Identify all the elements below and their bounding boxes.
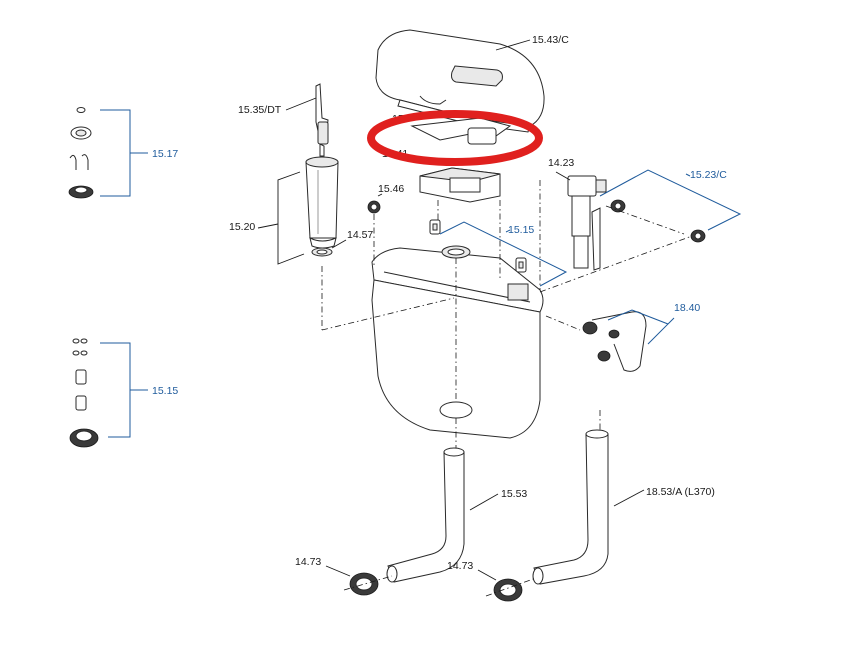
label-15-53: 15.53: [501, 488, 527, 500]
label-15-23c: 15.23/C: [690, 169, 727, 181]
label-14-23: 14.23: [548, 157, 574, 169]
label-15-15-left: 15.15: [152, 385, 178, 397]
nut-15-23c-a: [610, 199, 626, 213]
flush-mechanism-block: [419, 167, 501, 203]
label-18-40: 18.40: [674, 302, 700, 314]
label-14-57: 14.57: [347, 229, 373, 241]
push-plate-part: [410, 117, 512, 145]
clip-15-15-a: [429, 219, 441, 235]
label-15-17: 15.17: [152, 148, 178, 160]
u-bolt-18-40: [582, 311, 647, 372]
pipe-18-53a: [532, 429, 609, 585]
connector-14-73-mid: [493, 578, 523, 602]
label-15-35dt: 15.35/DT: [238, 104, 282, 116]
nut-15-46: [367, 200, 381, 214]
fill-valve-14-23: [567, 175, 607, 271]
flush-valve-15-20: [305, 156, 339, 249]
label-15-15-top: 15.15: [508, 224, 534, 236]
label-15-20: 15.20: [229, 221, 255, 233]
assembly-axis-lines: [321, 180, 693, 597]
cistern-tank: [371, 245, 544, 439]
nut-15-23c-b: [690, 229, 706, 243]
clip-15-15-b: [515, 257, 527, 273]
washer-14-57: [311, 247, 333, 257]
label-15-43c: 15.43/C: [532, 34, 569, 46]
flush-lever-part: [315, 83, 329, 157]
label-18-53a: 18.53/A (L370): [646, 486, 715, 498]
highlight-ellipse: [367, 110, 543, 166]
connector-14-73-left: [349, 572, 379, 596]
pipe-15-53: [386, 447, 465, 583]
fastener-group-15-15: [69, 338, 99, 448]
label-15-46: 15.46: [378, 183, 404, 195]
label-14-73-mid: 14.73: [447, 560, 473, 572]
label-14-73-left: 14.73: [295, 556, 321, 568]
seal-group-15-17: [68, 107, 94, 199]
